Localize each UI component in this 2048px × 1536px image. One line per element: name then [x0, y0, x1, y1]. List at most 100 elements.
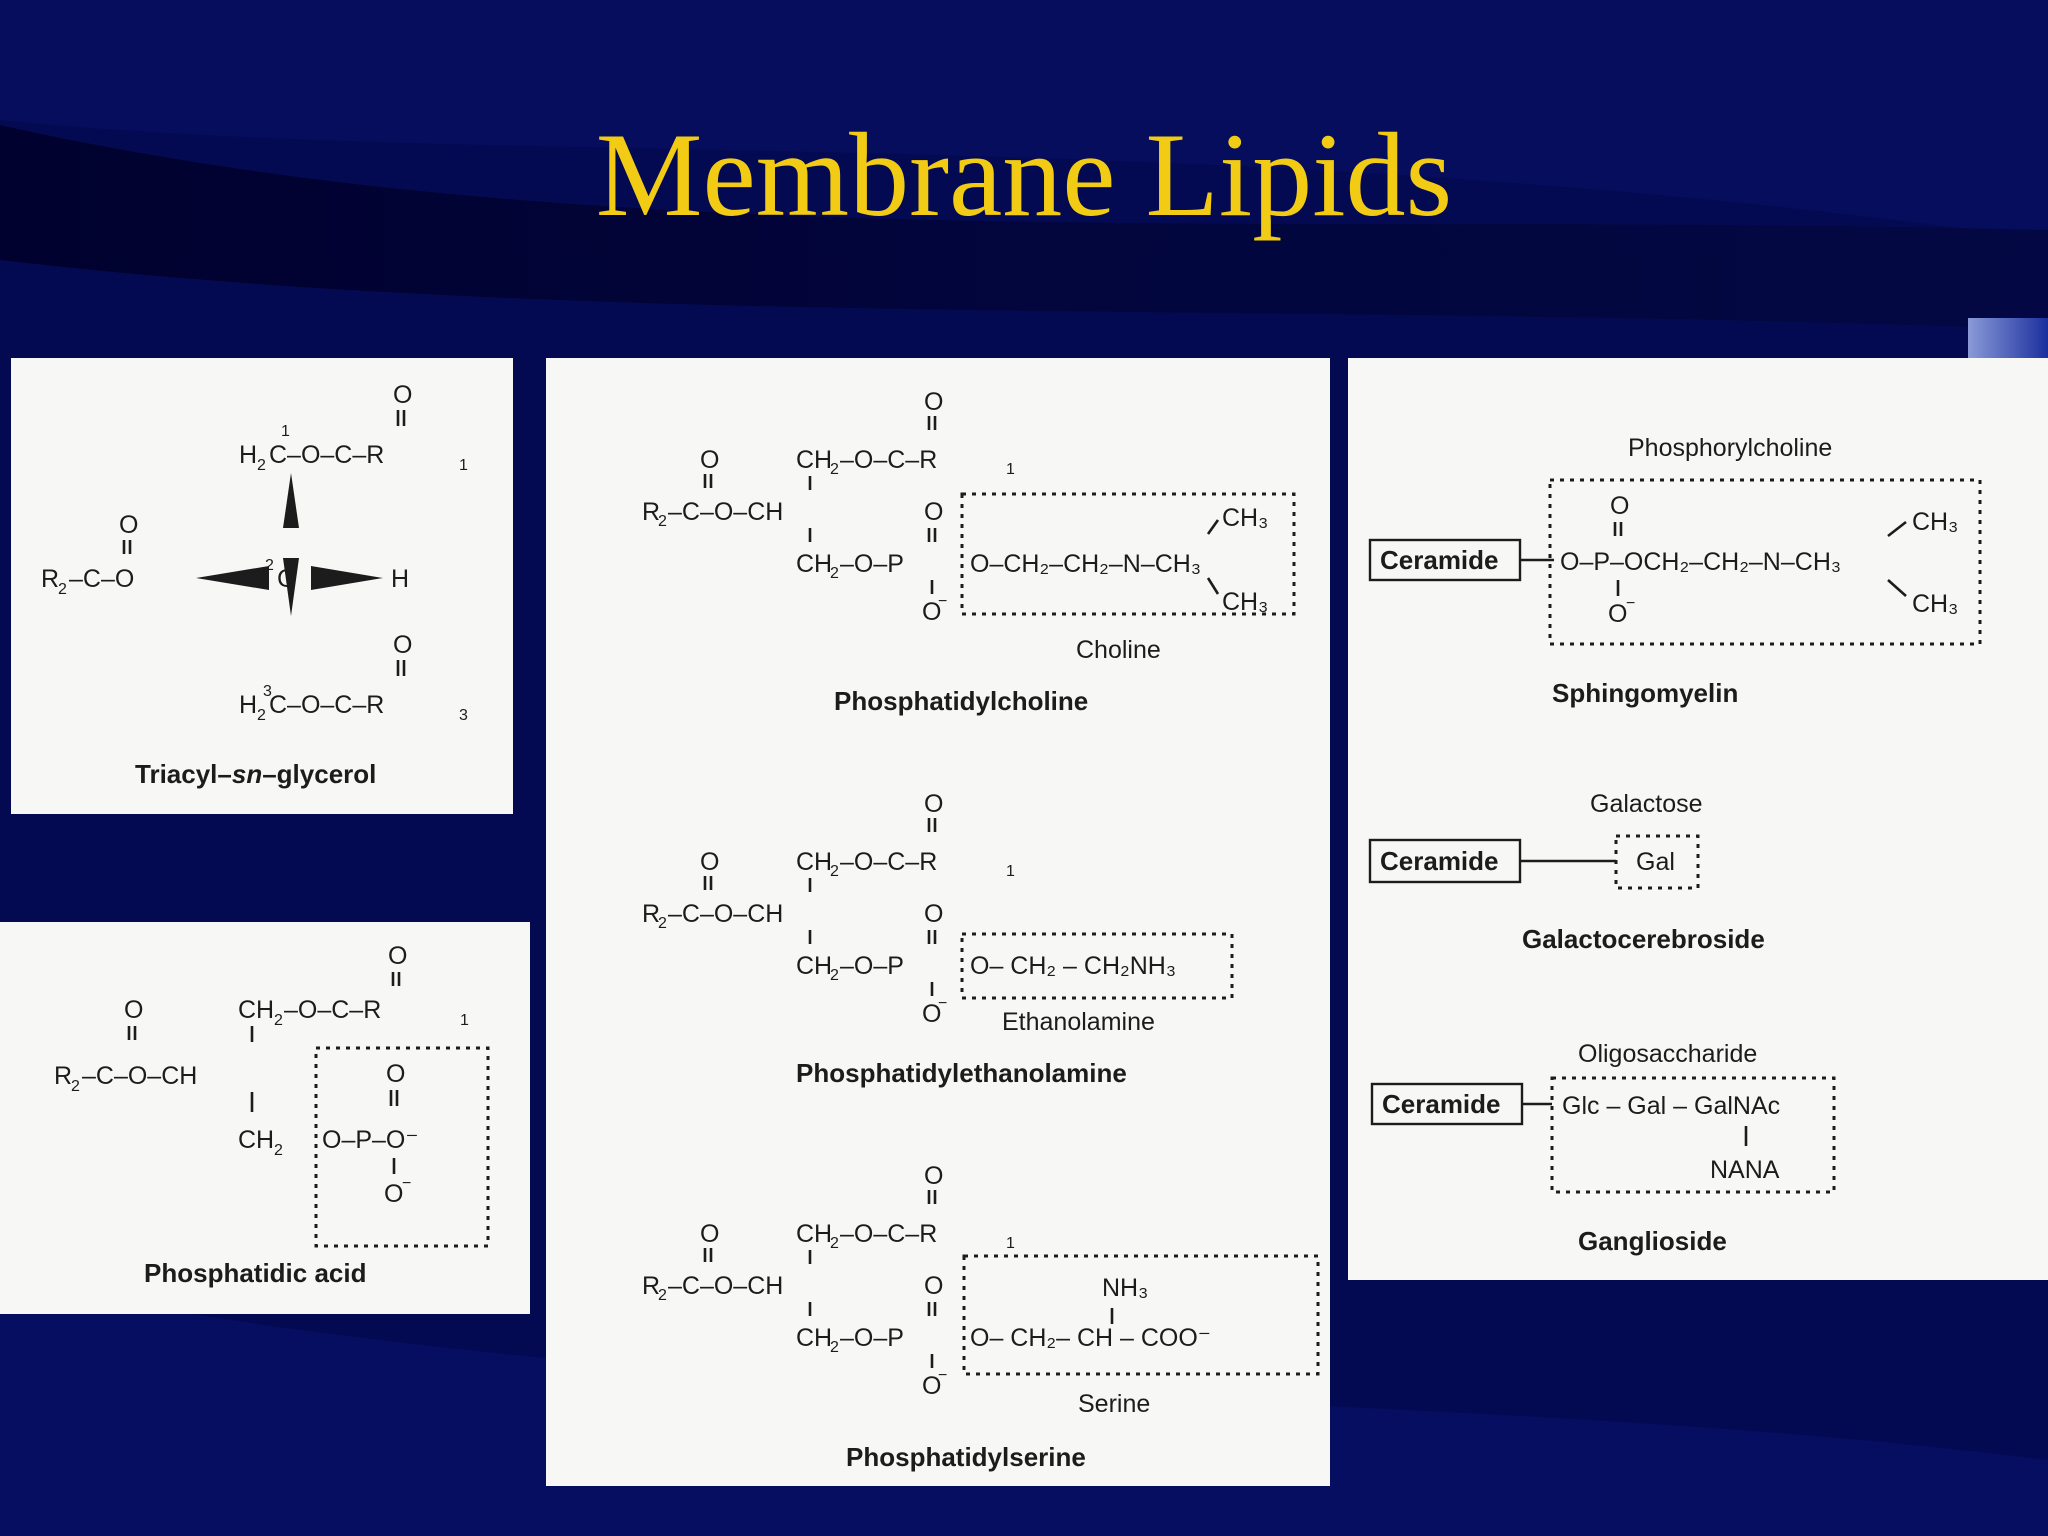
svg-text:CH₃: CH₃ [1222, 588, 1268, 616]
svg-text:O: O [924, 1162, 943, 1190]
svg-text:–O–C–R: –O–C–R [840, 1220, 937, 1248]
svg-text:O: O [924, 498, 943, 526]
svg-text:O: O [386, 1060, 405, 1088]
svg-text:2: 2 [830, 565, 839, 582]
phosphate-group: O–P–O⁻ [322, 1126, 419, 1154]
svg-text:–C–O–CH: –C–O–CH [668, 1272, 783, 1300]
ethanolamine-box [960, 932, 1234, 1000]
svg-text:−: − [938, 995, 947, 1012]
svg-text:1: 1 [1006, 1235, 1015, 1252]
gal-sugar: Gal [1636, 848, 1675, 876]
sphingolipids-structures: Phosphorylcholine Ceramide O O–P–OCH₂–CH… [1368, 434, 1982, 1256]
wedge-up [283, 473, 299, 528]
svg-text:–C–O–CH: –C–O–CH [668, 900, 783, 928]
svg-text:−: − [938, 1367, 947, 1384]
svg-text:R: R [642, 900, 660, 928]
galactocerebroside-structure: Galactose Ceramide Gal Galactocerebrosid… [1368, 790, 1765, 954]
svg-text:CH: CH [796, 446, 832, 474]
svg-text:–O–P: –O–P [840, 1324, 904, 1352]
svg-text:2: 2 [71, 1078, 80, 1095]
svg-text:2: 2 [830, 1235, 839, 1252]
ganglioside-structure: Oligosaccharide Ceramide Glc – Gal – Gal… [1370, 1040, 1836, 1256]
ganglioside-label: Ganglioside [1578, 1226, 1727, 1256]
svg-text:2: 2 [830, 1339, 839, 1356]
carbon-number-1: 1 [281, 423, 290, 440]
bottom-chain: C–O–C–R [269, 691, 384, 719]
svg-text:−: − [402, 1175, 411, 1192]
svg-text:O: O [924, 388, 943, 416]
svg-text:–O–C–R: –O–C–R [840, 446, 937, 474]
svg-text:CH: CH [796, 848, 832, 876]
sub-r3: 3 [459, 707, 468, 724]
sub-2: 2 [257, 457, 266, 474]
svg-text:O: O [388, 942, 407, 970]
triacylglycerol-label: Triacyl–sn–glycerol [135, 759, 376, 789]
galactose-label: Galactose [1590, 790, 1703, 818]
ethanolamine-label: Ethanolamine [1002, 1008, 1155, 1036]
sugar-chain: Glc – Gal – GalNAc [1562, 1092, 1780, 1120]
top-chain: C–O–C–R [269, 441, 384, 469]
phosphatidic-acid-label: Phosphatidic acid [144, 1258, 367, 1288]
sub-r1: 1 [459, 457, 468, 474]
svg-text:R: R [642, 1272, 660, 1300]
choline-label: Choline [1076, 636, 1161, 664]
mid-chain: –C–O [69, 565, 134, 593]
svg-text:O: O [924, 900, 943, 928]
svg-text:2: 2 [658, 1287, 667, 1304]
svg-text:CH: CH [796, 952, 832, 980]
carbon-number-2: 2 [265, 557, 274, 574]
wedge-left [196, 566, 269, 590]
svg-text:–O–C–R: –O–C–R [840, 848, 937, 876]
galactose-box [1614, 834, 1700, 890]
sphingomyelin-structure: Phosphorylcholine Ceramide O O–P–OCH₂–CH… [1368, 434, 1982, 708]
ethanolamine-group: O– CH₂ – CH₂NH₃ [970, 952, 1176, 980]
ceramide-label: Ceramide [1380, 846, 1499, 876]
svg-text:O: O [922, 1372, 941, 1400]
atom-o: O [393, 381, 412, 409]
svg-text:CH: CH [796, 550, 832, 578]
svg-text:O: O [922, 1000, 941, 1028]
svg-text:2: 2 [274, 1142, 283, 1159]
ceramide-label: Ceramide [1380, 545, 1499, 575]
amino-group: NH₃ [1102, 1274, 1148, 1302]
phosphatidylethanolamine-label: Phosphatidylethanolamine [796, 1058, 1127, 1088]
svg-text:O: O [1608, 600, 1627, 628]
svg-text:−: − [938, 593, 947, 610]
svg-text:CH₃: CH₃ [1912, 508, 1958, 536]
wedge-right [311, 566, 383, 590]
svg-text:2: 2 [658, 915, 667, 932]
svg-text:CH: CH [238, 1126, 274, 1154]
svg-text:2: 2 [830, 461, 839, 478]
atom-h: H [391, 565, 409, 593]
atom-h2: H [239, 691, 257, 719]
choline-group: O–CH₂–CH₂–N–CH₃ [970, 550, 1201, 578]
sub-2: 2 [257, 707, 266, 724]
svg-text:–C–O–CH: –C–O–CH [668, 498, 783, 526]
svg-text:CH: CH [796, 1324, 832, 1352]
svg-text:CH₃: CH₃ [1912, 590, 1958, 618]
sphingomyelin-label: Sphingomyelin [1552, 678, 1738, 708]
svg-text:1: 1 [460, 1012, 469, 1029]
svg-text:CH: CH [238, 996, 274, 1024]
svg-text:1: 1 [1006, 863, 1015, 880]
galactocerebroside-label: Galactocerebroside [1522, 924, 1765, 954]
svg-text:−: − [1626, 595, 1635, 612]
choline-box [960, 492, 1296, 616]
svg-text:O: O [700, 848, 719, 876]
svg-text:R: R [54, 1062, 72, 1090]
svg-text:O: O [124, 996, 143, 1024]
svg-text:2: 2 [274, 1012, 283, 1029]
phosphorylcholine-group: O–P–OCH₂–CH₂–N–CH₃ [1560, 548, 1841, 576]
svg-text:CH: CH [796, 1220, 832, 1248]
svg-text:–O–C–R: –O–C–R [284, 996, 381, 1024]
svg-text:–O–P: –O–P [840, 952, 904, 980]
phosphorylcholine-box [1548, 478, 1982, 646]
atom-r2: R [41, 565, 59, 593]
slide-title: Membrane Lipids [595, 108, 1453, 241]
